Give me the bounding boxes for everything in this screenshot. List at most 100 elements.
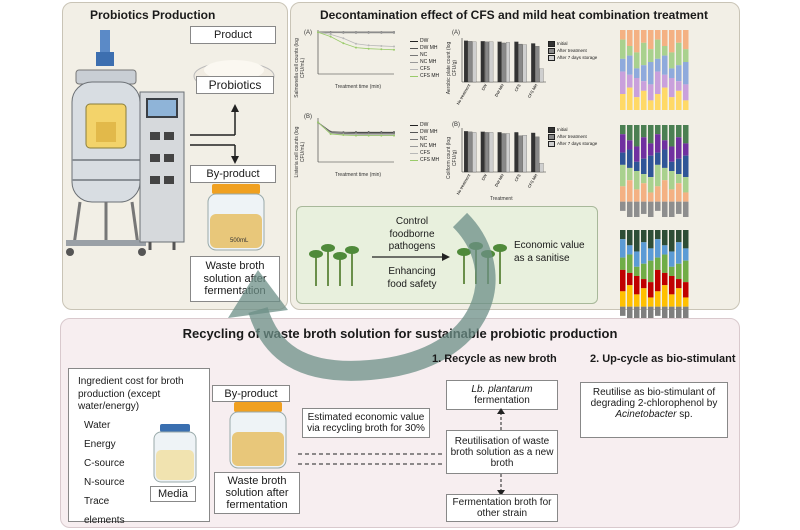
category-label: DW [480,83,488,91]
stacked-bar-segment [620,164,626,187]
stacked-bar-segment [683,100,689,110]
legend-label: DW [420,38,429,44]
stacked-bar-segment [683,248,689,261]
stacked-bar-segment [662,46,668,56]
stacked-bar-segment [662,87,668,110]
data-point [317,121,319,124]
stacked-bar-segment [620,186,626,202]
stacked-bar-segment [676,230,682,243]
stacked-bar-segment [683,155,689,178]
stacked-bar-segment [655,239,661,258]
stacked-bar-segment [655,306,661,316]
bar [522,44,527,83]
line-chart-b-xlabel: Treatment time (min) [334,172,382,178]
stacked-bar-segment [641,230,647,243]
stacked-bar-segment [683,143,689,156]
media-jar [153,424,197,483]
data-point [380,44,383,47]
production-flow-arrows [190,104,239,164]
legend-item: NC MH [410,143,439,150]
stacked-bar-segment [676,30,682,43]
category-label: DW MH [494,83,505,98]
stacked-bar-segment [648,125,654,144]
stacked-bar-segment [627,125,633,141]
legend-item: DW [410,38,439,45]
bar [539,68,544,83]
stacked-bar-segment [620,201,626,211]
bar [489,132,494,173]
stacked-bar-segment [683,125,689,144]
data-point [342,37,345,40]
stacked-bar-segment [669,30,675,53]
stacked-bar-segment [655,257,661,270]
line-chart-a-ylabel: Salmonella cell counts (log CFU/mL) [294,38,306,98]
enhancing-safety-text: Enhancing food safety [387,266,437,290]
legend-item: DW [410,122,439,129]
stacked-bar-segment [648,100,654,110]
stacked-bar-segment [676,137,682,159]
stacked-bar-segment [641,306,647,319]
data-point [380,48,383,51]
stacked-bar-segment [641,263,647,280]
stacked-bar-segment [662,149,668,168]
stacked-bar-segment [634,230,640,252]
stacked-bar-segment [641,42,647,66]
stacked-bar-segment [620,291,626,307]
stacked-bar-segment [683,84,689,101]
stacked-bar-segment [627,230,633,246]
stacked-bar-segment [669,266,675,276]
stacked-bar-segment [634,78,640,98]
legend-swatch [548,126,555,133]
recycle-vertical-arrows [497,408,505,496]
decontamination-title: Decontamination effect of CFS and mild h… [319,8,709,22]
ingredient-item: Water [84,420,111,431]
stacked-bar-segment [662,55,668,75]
probiotics-label-box: Probiotics [196,76,274,94]
legend-item: NC [410,52,439,59]
stacked-bar-segment [676,90,682,110]
legend-label: CFS MH [420,157,440,163]
stacked-bar-segment [662,245,668,255]
stacked-bar-segment [655,152,661,165]
legend-swatch [410,124,418,127]
stacked-bar-segment [648,306,654,322]
stacked-bar-segment [655,134,661,153]
bar [518,135,523,173]
stacked-bar-segment [662,306,668,322]
stacked-bar-segment [669,146,675,162]
stacked-bar-segment [655,164,661,187]
category-label: DW MH [494,173,505,188]
stacked-bar-segment [634,266,640,276]
legend-item: After 7 days storage [548,54,597,61]
stacked-bar-segment [676,242,682,264]
lbp-italic-text: Lb. plantarum [471,384,533,395]
bar [489,41,494,83]
data-point [342,134,345,137]
legend-swatch [410,145,418,148]
legend-item: NC MH [410,59,439,66]
stacked-bar-segment [648,201,654,217]
legend-swatch [548,40,555,47]
stacked-bar-segment [627,167,633,181]
stacked-bar-segment [634,189,640,202]
legend-label: DW MH [420,129,438,135]
stacked-bar-segment [669,230,675,252]
data-point [329,132,332,135]
stacked-bar-segment [634,201,640,217]
data-point [355,31,357,34]
stacked-bar-segment [669,306,675,322]
stacked-bar-segment [620,94,626,110]
stacked-bar-segment [683,260,689,283]
legend-swatch [410,152,418,155]
stacked-bar-segment [655,269,661,292]
line-chart-a [317,30,395,75]
legend-label: CFS MH [420,73,440,79]
legend-label: CFS [420,150,430,156]
stacked-bar-segment [641,279,647,289]
recycling-title: Recycling of waste broth solution for su… [182,326,618,341]
stacked-bar-segment [648,84,654,101]
bar [535,46,540,83]
